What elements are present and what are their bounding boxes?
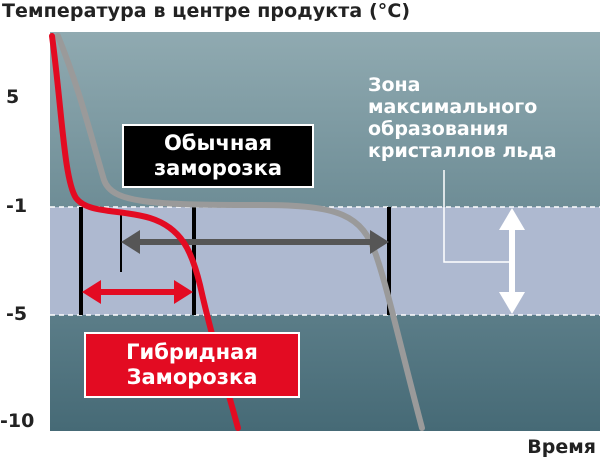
y-tick-label: -5 (6, 303, 28, 325)
normal-duration-arrow-left-head (121, 230, 140, 254)
x-axis-label: Время (527, 436, 596, 458)
zone-label-connector (443, 170, 512, 263)
normal-duration-arrow-right-head (370, 230, 389, 254)
y-tick-label: -10 (0, 410, 35, 432)
normal-freezing-label-line: Обычная (163, 131, 273, 155)
normal-freezing-label-box: Обычная заморозка (122, 124, 314, 188)
hybrid-duration-arrow-left-head (82, 280, 101, 304)
ice-zone-label: Зона максимального образования кристалло… (368, 74, 557, 162)
normal-freezing-curve (55, 33, 425, 431)
ice-zone-label-line: образования (368, 118, 509, 140)
zone-arrow-down-head (499, 292, 525, 314)
y-tick-label: -1 (6, 195, 28, 217)
ice-zone-label-line: максимального (368, 96, 538, 118)
ice-zone-label-line: кристаллов льда (368, 140, 557, 162)
hybrid-freezing-label-line: Гибридная (126, 340, 258, 364)
normal-freezing-label-line: заморозка (153, 156, 283, 180)
y-tick-label: 5 (6, 86, 20, 108)
hybrid-freezing-label-box: Гибридная Заморозка (84, 332, 300, 398)
chart-title: Температура в центре продукта (°С) (2, 0, 411, 22)
hybrid-freezing-label-line: Заморозка (126, 365, 258, 389)
ice-zone-label-line: Зона (368, 74, 421, 96)
zone-arrow-up-head (499, 208, 525, 230)
hybrid-duration-arrow-right-head (174, 280, 193, 304)
